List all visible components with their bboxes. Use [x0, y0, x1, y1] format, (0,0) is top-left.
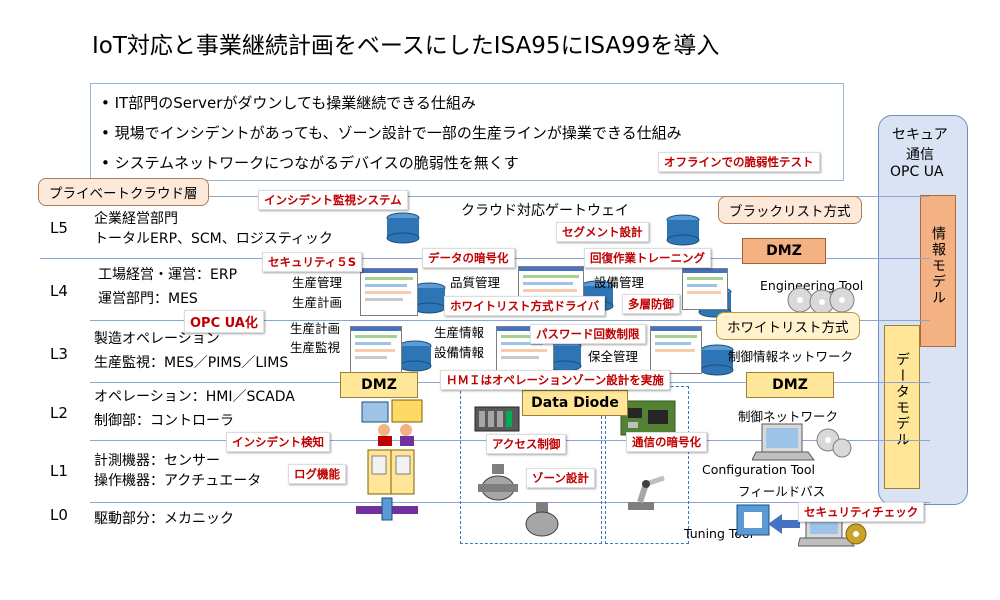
- info-model-label: 情報モデル: [930, 226, 946, 306]
- whitelist-callout: ホワイトリスト方式: [716, 312, 860, 340]
- prod-plan2-label: 生産計画: [290, 321, 341, 336]
- maintenance-label: 保全管理: [588, 349, 639, 364]
- tuning-tool-label: Tuning Tool: [684, 526, 754, 541]
- level-id-l3: L3: [50, 345, 68, 363]
- secure-comm-line3: OPC UA: [890, 164, 944, 180]
- equipment-label: 設備管理: [594, 275, 645, 290]
- bullet-item: • IT部門のServerがダウンしても操業継続できる仕組み: [101, 94, 476, 112]
- screen-thumbnail: [682, 268, 728, 310]
- encryption-label: データの暗号化: [422, 248, 515, 268]
- blacklist-callout: ブラックリスト方式: [718, 196, 862, 224]
- private-cloud-callout: プライベートクラウド層: [38, 178, 209, 206]
- level-divider: [90, 320, 930, 321]
- bullet-box: • IT部門のServerがダウンしても操業継続できる仕組み • 現場でインシデ…: [90, 83, 844, 181]
- controller-icon: [474, 406, 520, 432]
- data-model-label: データモデル: [894, 352, 910, 448]
- level-id-l1: L1: [50, 462, 68, 480]
- level-desc: オペレーション：HMI／SCADA: [94, 389, 295, 405]
- whitelist-driver-label: ホワイトリスト方式ドライバ: [444, 296, 606, 316]
- screen-thumbnail: [350, 326, 402, 374]
- level-desc: 製造オペレーション: [94, 331, 220, 347]
- level-desc: 企業経営部門: [94, 211, 178, 227]
- database-icon: [666, 214, 700, 246]
- prod-plan-label: 生産計画: [292, 295, 343, 310]
- level-divider: [90, 502, 930, 503]
- access-label: アクセス制御: [486, 434, 567, 454]
- data-diode-box: Data Diode: [522, 390, 628, 416]
- level-divider: [40, 196, 930, 197]
- security5s-label: セキュリティ５S: [262, 252, 363, 272]
- pipe-valve-icon: [356, 497, 418, 521]
- tuning-device-icon: [736, 504, 770, 536]
- secure-comm-line2: 通信: [906, 147, 934, 163]
- opcua-label: OPC UA化: [184, 310, 264, 333]
- level-desc: 駆動部分：メカニック: [94, 511, 234, 527]
- screen-thumbnail: [360, 268, 418, 316]
- fieldbus-label: フィールドバス: [738, 484, 826, 499]
- database-icon: [386, 212, 420, 244]
- level-id-l5: L5: [50, 219, 68, 237]
- level-desc: 制御部：コントローラ: [94, 413, 234, 429]
- level-desc: トータルERP、SCM、ロジスティック: [94, 231, 333, 247]
- zone-label: ゾーン設計: [526, 468, 595, 488]
- data-model-box: [884, 325, 920, 489]
- level-id-l4: L4: [50, 282, 68, 300]
- operator-icon: [361, 399, 423, 446]
- level-desc: 工場経営・運営：ERP: [98, 267, 238, 283]
- dmz-box: DMZ: [746, 372, 834, 398]
- offline-test-label: オフラインでの脆弱性テスト: [658, 152, 820, 172]
- prod-monitor-label: 生産監視: [290, 340, 341, 355]
- password-label: パスワード回数制限: [530, 324, 646, 344]
- bullet-item: • 現場でインシデントがあっても、ゾーン設計で一部の生産ラインが操業できる仕組み: [101, 124, 682, 142]
- circuit-board-icon: [620, 400, 676, 436]
- secure-comm-line1: セキュア: [892, 127, 948, 143]
- level-desc: 生産監視：MES／PIMS／LIMS: [94, 355, 289, 371]
- equip-info-label: 設備情報: [434, 345, 485, 360]
- incident-monitor-label: インシデント監視システム: [258, 190, 408, 210]
- prod-info-label: 生産情報: [434, 325, 485, 340]
- database-icon: [700, 344, 734, 376]
- incident-detect-label: インシデント検知: [226, 432, 330, 452]
- multilayer-label: 多層防御: [622, 294, 680, 314]
- valve-icon: [478, 464, 518, 501]
- comm-encrypt-label: 通信の暗号化: [626, 432, 707, 452]
- cabinet-icon: [367, 449, 415, 495]
- dmz-box: DMZ: [742, 238, 826, 264]
- database-icon: [398, 340, 432, 372]
- segment-label: セグメント設計: [556, 222, 649, 242]
- level-desc: 操作機器：アクチュエータ: [94, 473, 262, 489]
- log-label: ログ機能: [288, 464, 346, 484]
- hmi-zone-label: ＨＭＩはオペレーションゾーン設計を実施: [440, 370, 670, 390]
- recovery-label: 回復作業トレーニング: [584, 248, 711, 268]
- disk-icon: [787, 287, 855, 315]
- screen-thumbnail: [650, 326, 702, 374]
- prod-mgmt-label: 生産管理: [292, 275, 343, 290]
- level-id-l2: L2: [50, 404, 68, 422]
- level-id-l0: L0: [50, 506, 68, 524]
- laptop-disk-icon: [752, 423, 852, 461]
- level-desc: 運営部門：MES: [98, 291, 198, 307]
- page-title: IoT対応と事業継続計画をベースにしたISA95にISA99を導入: [92, 33, 720, 59]
- dmz-box: DMZ: [340, 372, 418, 398]
- arrow-left-icon: [768, 514, 800, 534]
- cloud-gateway-label: クラウド対応ゲートウェイ: [461, 203, 629, 219]
- control-net-label: 制御ネットワーク: [738, 409, 839, 424]
- bullet-item: • システムネットワークにつながるデバイスの脆弱性を無くす: [101, 154, 519, 172]
- security-check-label: セキュリティチェック: [798, 502, 925, 522]
- config-tool-label: Configuration Tool: [702, 462, 816, 477]
- level-desc: 計測機器：センサー: [94, 453, 220, 469]
- info-model-box: [920, 195, 956, 347]
- robot-arm-icon: [628, 475, 665, 510]
- quality-label: 品質管理: [450, 275, 501, 290]
- flow-meter-icon: [525, 502, 559, 537]
- control-info-net-label: 制御情報ネットワーク: [728, 349, 854, 364]
